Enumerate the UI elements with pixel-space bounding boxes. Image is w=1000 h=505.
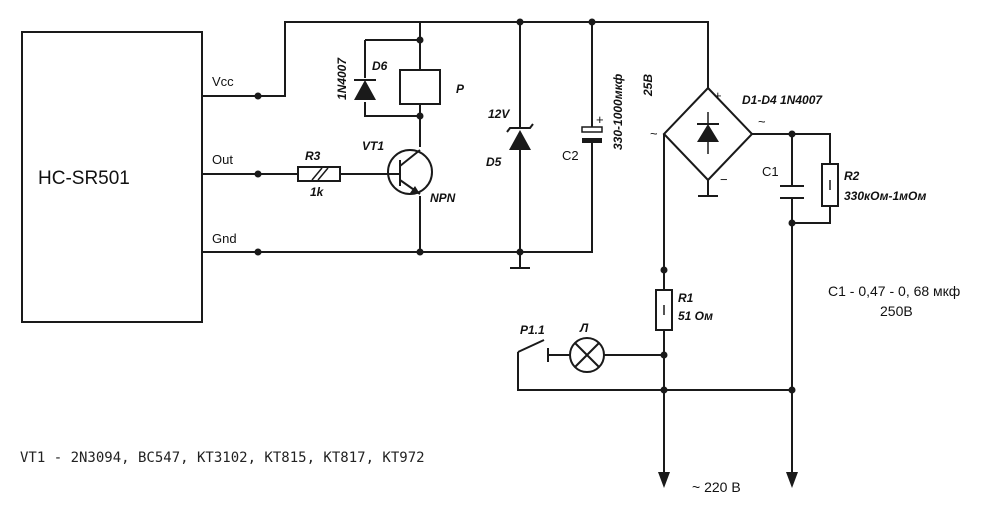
pin-out-label: Out <box>212 152 233 167</box>
pin-gnd-label: Gnd <box>212 231 237 246</box>
d6-diode: D6 1N4007 <box>335 57 388 100</box>
r2-value: 330кОм-1мОм <box>844 189 926 203</box>
r3-label: R3 <box>305 149 321 163</box>
lamp-label: Л <box>579 321 589 335</box>
module-name: HC-SR501 <box>38 168 130 189</box>
c1-label: C1 <box>762 164 779 179</box>
bridge-plus: + <box>714 88 722 103</box>
pin-vcc-label: Vcc <box>212 74 234 89</box>
r1-label: R1 <box>678 291 694 305</box>
r2-label: R2 <box>844 169 860 183</box>
bridge-rectifier: + − ~ ~ D1-D4 1N4007 <box>650 86 823 197</box>
r2-resistor: R2 330кОм-1мОм <box>821 163 926 207</box>
d5-zener: 12V D5 <box>486 107 534 169</box>
bridge-minus: − <box>720 172 728 187</box>
d5-value: 12V <box>488 107 510 121</box>
lamp: Л <box>569 321 605 373</box>
mains-note: ~ 220 В <box>692 479 741 495</box>
c1-voltage-note: 250В <box>880 303 913 319</box>
vt1-type: NPN <box>430 191 456 205</box>
c2-label: C2 <box>562 148 579 163</box>
vt1-transistor: VT1 NPN <box>362 139 456 205</box>
c2-capacitor: + C2 330-1000мкф 25В <box>562 73 655 163</box>
r3-value: 1k <box>310 185 325 199</box>
r3-resistor: R3 1k <box>297 149 341 199</box>
contact-label: P1.1 <box>520 323 545 337</box>
bridge-label: D1-D4 1N4007 <box>742 93 823 107</box>
bridge-ac-right: ~ <box>758 114 766 129</box>
d5-label: D5 <box>486 155 502 169</box>
relay-coil: P <box>399 69 465 105</box>
r1-value: 51 Ом <box>678 309 713 323</box>
hc-sr501-module: HC-SR501 Vcc Out Gnd <box>21 31 237 323</box>
c2-plus: + <box>596 112 604 127</box>
relay-label: P <box>456 82 465 96</box>
bridge-ac-left: ~ <box>650 126 658 141</box>
c2-voltage: 25В <box>641 74 655 97</box>
mains-wires <box>517 133 831 488</box>
low-voltage-wires <box>202 21 709 269</box>
vt1-label: VT1 <box>362 139 384 153</box>
c1-capacitor: C1 <box>762 164 804 199</box>
d6-part: 1N4007 <box>335 57 349 100</box>
r1-resistor: R1 51 Ом <box>655 289 713 331</box>
vt1-alternatives-note: VT1 - 2N3094, BC547, KT3102, KT815, KT81… <box>20 450 425 466</box>
d6-label: D6 <box>372 59 388 73</box>
c2-value: 330-1000мкф <box>611 73 625 150</box>
c1-spec-note: C1 - 0,47 - 0, 68 мкф <box>828 283 960 299</box>
relay-contact: P1.1 <box>517 323 549 362</box>
